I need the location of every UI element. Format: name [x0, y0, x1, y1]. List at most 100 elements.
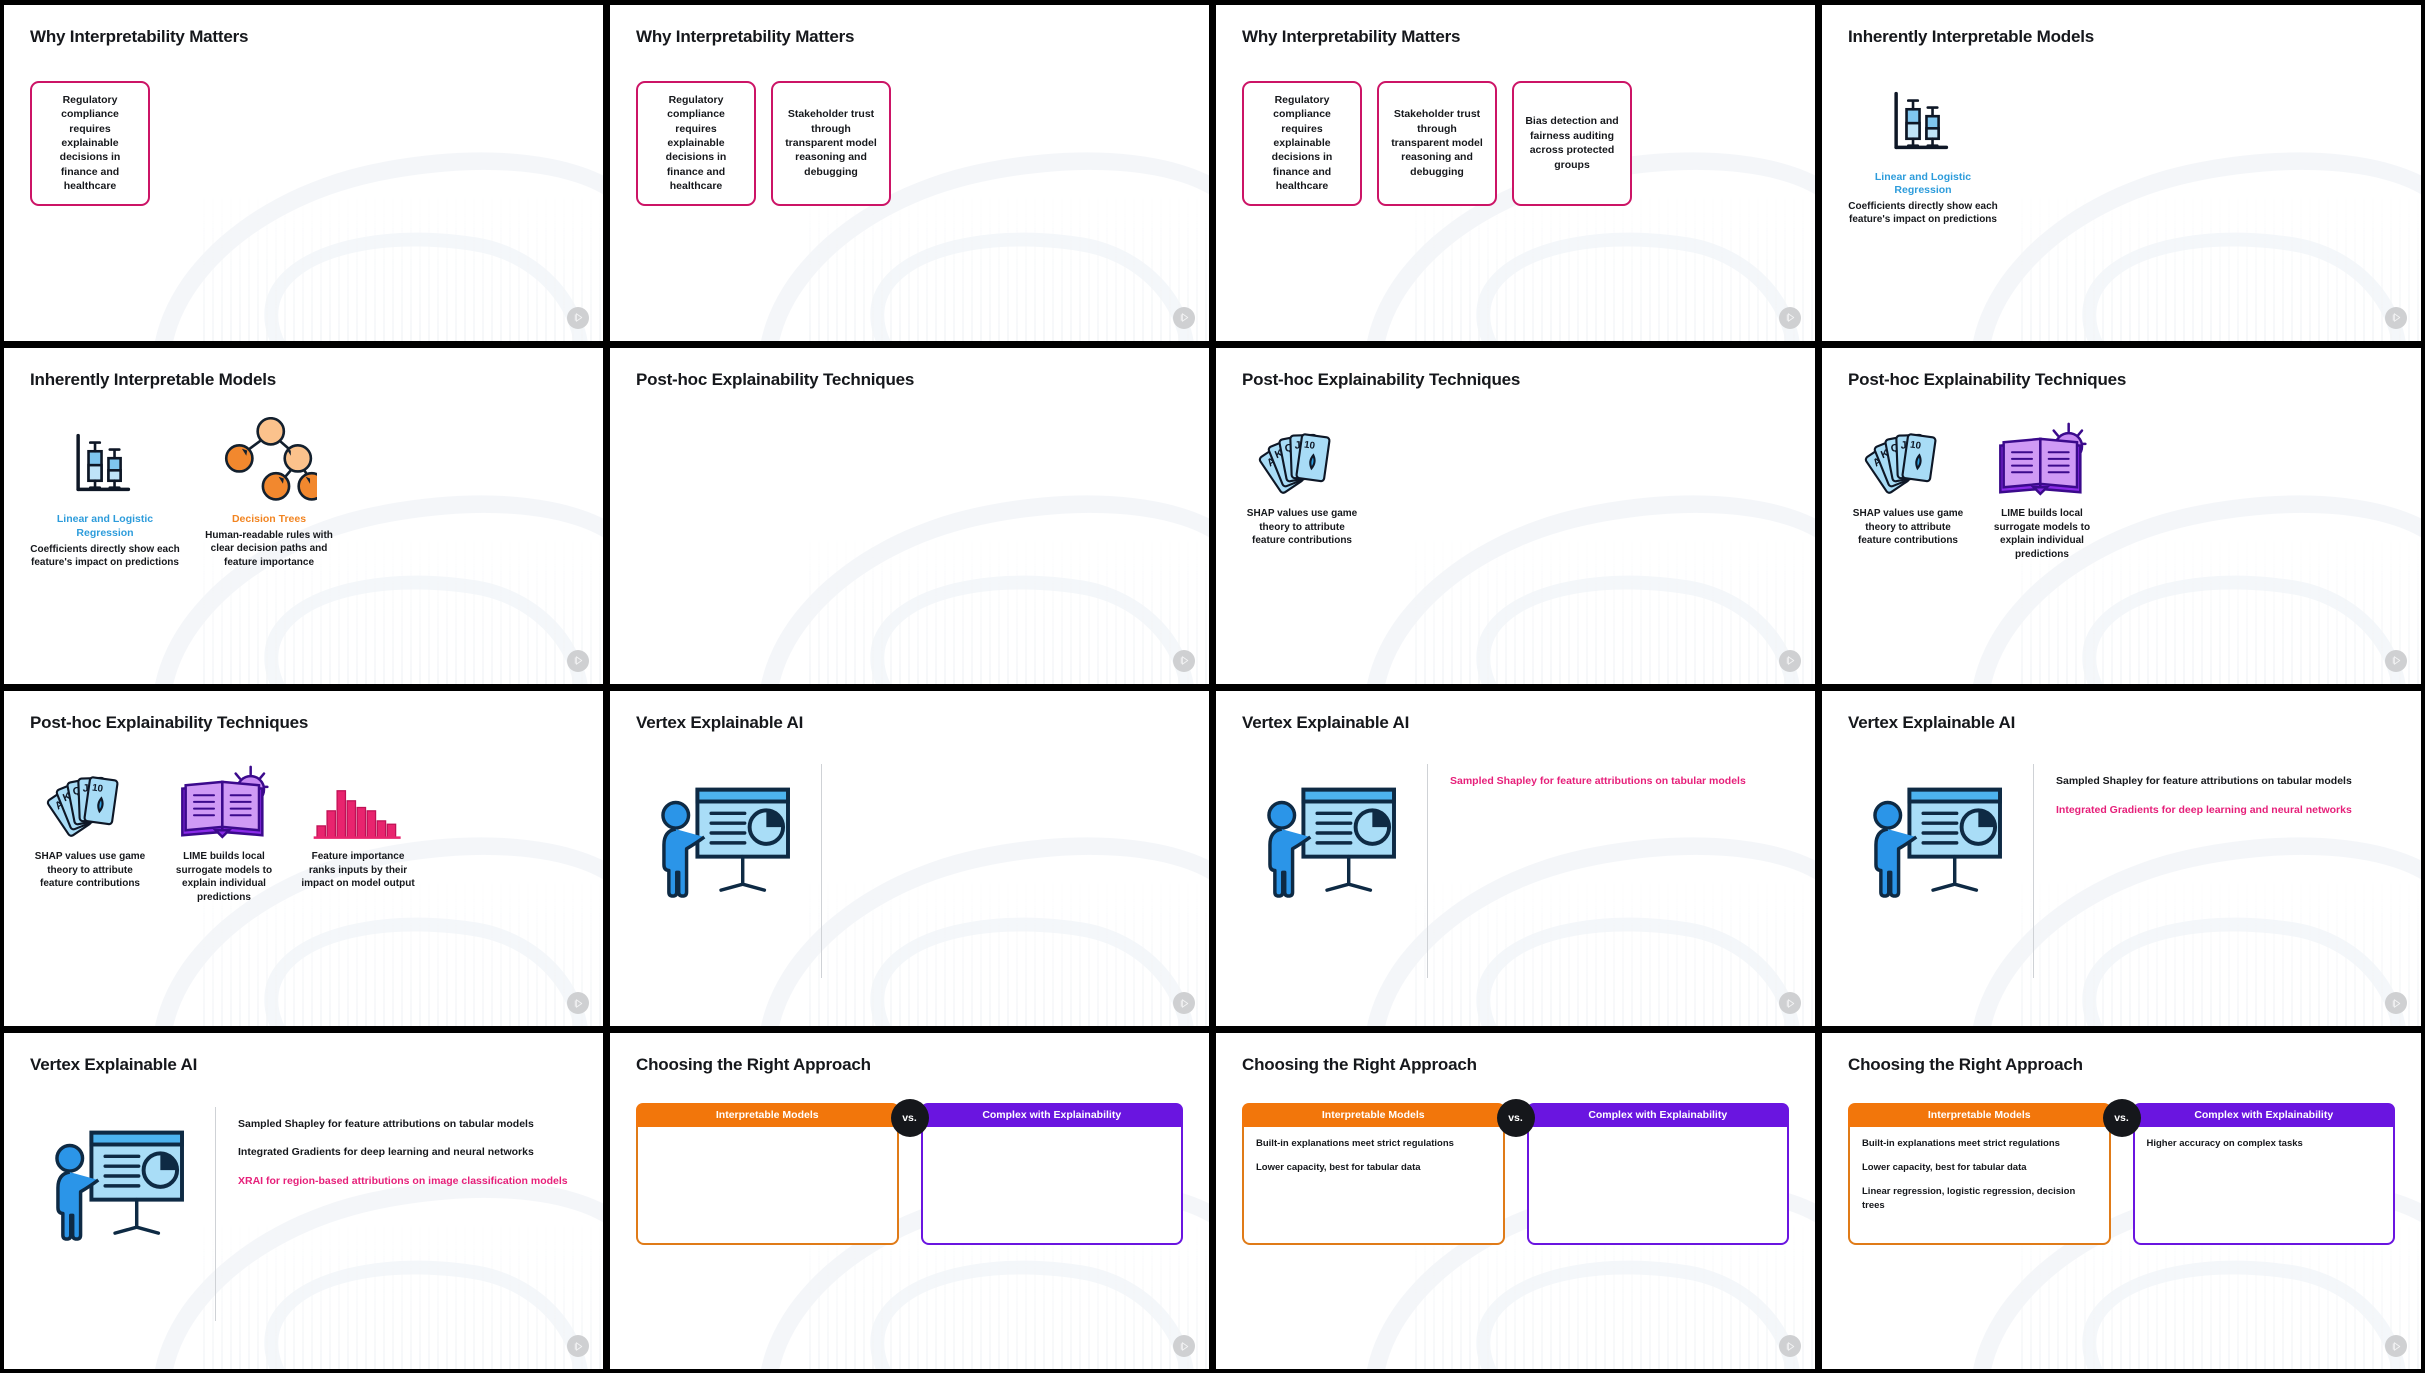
vertex-bullet: XRAI for region-based attributions on im…: [238, 1175, 568, 1188]
info-card[interactable]: Regulatory compliance requires explainab…: [30, 80, 150, 206]
vertex-bullet: Sampled Shapley for feature attributions…: [2056, 775, 2352, 788]
slide-title: Post-hoc Explainability Techniques: [636, 369, 915, 389]
slide-thumbnail[interactable]: Post-hoc Explainability Techniques A K Q…: [1216, 347, 1815, 684]
info-card-text: Stakeholder trust through transparent mo…: [1391, 108, 1483, 178]
pink-card-row: Regulatory compliance requires explainab…: [30, 53, 577, 206]
play-button[interactable]: [1779, 1335, 1801, 1357]
play-button[interactable]: [1173, 306, 1195, 329]
svg-text:10: 10: [1909, 440, 1922, 452]
icon-caption-item[interactable]: LIME builds local surrogate models to ex…: [164, 756, 284, 904]
presenter-board-icon: [30, 1103, 205, 1351]
icon-caption-item[interactable]: A K Q J 10 SHAP values use game theory t…: [1242, 413, 1362, 548]
svg-text:Q: Q: [1890, 442, 1900, 455]
book-lightbulb-icon: [174, 756, 274, 848]
vertex-layout: Sampled Shapley for feature attributions…: [1242, 738, 1789, 1008]
icon-caption-item[interactable]: Feature importance ranks inputs by their…: [298, 756, 418, 891]
play-button[interactable]: [567, 649, 589, 672]
slide-thumbnail[interactable]: Post-hoc Explainability Techniques A K Q…: [1822, 347, 2421, 684]
slide-thumbnail[interactable]: Post-hoc Explainability Techniques: [610, 347, 1209, 684]
icon-caption-text: SHAP values use game theory to attribute…: [1246, 508, 1358, 547]
slide-thumbnail[interactable]: Vertex Explainable AI Sampled Shapley fo…: [1822, 690, 2421, 1027]
slide-thumbnail[interactable]: Post-hoc Explainability Techniques A K Q…: [4, 690, 603, 1027]
slide-content: Post-hoc Explainability Techniques A K Q…: [1822, 348, 2421, 684]
comparison-right-header: Complex with Explainability: [1526, 1102, 1789, 1127]
play-button[interactable]: [567, 1335, 589, 1357]
comparison-left-body: Built-in explanations meet strict regula…: [1242, 1126, 1505, 1245]
vertex-bullet-list: Sampled Shapley for feature attributions…: [238, 1103, 577, 1351]
slide-title: Post-hoc Explainability Techniques: [30, 712, 309, 732]
pink-card-row: Regulatory compliance requires explainab…: [1242, 53, 1789, 206]
comparison-item: Linear regression, logistic regression, …: [1862, 1186, 2076, 1211]
slide-title: Vertex Explainable AI: [1242, 712, 1410, 732]
slide-body: Regulatory compliance requires explainab…: [30, 53, 577, 323]
presenter-board-icon: [1242, 760, 1417, 1008]
icon-caption-item[interactable]: LIME builds local surrogate models to ex…: [1982, 413, 2102, 561]
play-button[interactable]: [1173, 1335, 1195, 1357]
presenter-board-icon: [636, 760, 811, 1008]
slide-thumbnail[interactable]: Vertex Explainable AI Sampled Shapley fo…: [1216, 690, 1815, 1027]
slide-content: Vertex Explainable AI Sampled Shapley fo…: [1216, 691, 1815, 1027]
play-button[interactable]: [1173, 992, 1195, 1015]
slide-body: A K Q J 10 SHAP values use game theory t…: [1848, 395, 2395, 665]
boxplot-icon: [1884, 71, 1962, 163]
vertex-bullet-list: [844, 760, 1183, 1008]
vertex-bullet-list: Sampled Shapley for feature attributions…: [1450, 760, 1789, 1008]
icon-caption-row: A K Q J 10 SHAP values use game theory t…: [1242, 395, 1789, 548]
slide-content: Post-hoc Explainability Techniques: [610, 348, 1209, 684]
slide-thumbnail[interactable]: Inherently Interpretable Models Linear a…: [4, 347, 603, 684]
play-button[interactable]: [2385, 649, 2407, 672]
vertex-bullet: Integrated Gradients for deep learning a…: [2056, 803, 2352, 816]
slide-thumbnail[interactable]: Inherently Interpretable Models Linear a…: [1822, 5, 2421, 341]
comparison-left-header: Interpretable Models: [1242, 1102, 1505, 1127]
slide-thumbnail[interactable]: Vertex Explainable AI Sampled Shapley fo…: [4, 1033, 603, 1369]
icon-caption-row: A K Q J 10 SHAP values use game theory t…: [1848, 395, 2395, 561]
info-card-text: Bias detection and fairness auditing acr…: [1525, 115, 1619, 171]
comparison-item: Lower capacity, best for tabular data: [1862, 1162, 2027, 1174]
icon-caption-item[interactable]: A K Q J 10 SHAP values use game theory t…: [30, 756, 150, 891]
info-card[interactable]: Stakeholder trust through transparent mo…: [1377, 80, 1497, 206]
info-card-text: Stakeholder trust through transparent mo…: [785, 108, 877, 178]
slide-content: Vertex Explainable AI: [610, 691, 1209, 1027]
play-button[interactable]: [1779, 992, 1801, 1015]
vertex-layout: Sampled Shapley for feature attributions…: [30, 1081, 577, 1351]
slide-title: Why Interpretability Matters: [1242, 27, 1461, 46]
play-button[interactable]: [567, 306, 589, 329]
slide-body: [636, 738, 1183, 1008]
info-card[interactable]: Stakeholder trust through transparent mo…: [771, 80, 891, 206]
play-button[interactable]: [1173, 649, 1195, 672]
presenter-board-icon: [1848, 760, 2023, 1008]
vertex-layout: Sampled Shapley for feature attributions…: [1848, 738, 2395, 1008]
play-button[interactable]: [2385, 1335, 2407, 1357]
info-card[interactable]: Regulatory compliance requires explainab…: [1242, 80, 1362, 206]
comparison-right-body: Higher accuracy on complex tasks: [2132, 1126, 2395, 1245]
icon-caption-item[interactable]: A K Q J 10 SHAP values use game theory t…: [1848, 413, 1968, 548]
info-card[interactable]: Regulatory compliance requires explainab…: [636, 80, 756, 206]
slide-title: Why Interpretability Matters: [30, 27, 249, 46]
slide-thumbnail[interactable]: Vertex Explainable AI: [610, 690, 1209, 1027]
play-button[interactable]: [2385, 306, 2407, 329]
play-button[interactable]: [567, 992, 589, 1015]
play-button[interactable]: [1779, 306, 1801, 329]
comparison-column-right: Complex with Explainability: [920, 1102, 1183, 1245]
play-button[interactable]: [1779, 649, 1801, 672]
icon-caption-heading: Linear and Logistic Regression: [1874, 170, 1972, 197]
info-card-text: Regulatory compliance requires explainab…: [1271, 93, 1333, 193]
slide-title: Choosing the Right Approach: [1242, 1055, 1477, 1075]
slide-body: Regulatory compliance requires explainab…: [636, 53, 1183, 323]
play-button[interactable]: [2385, 992, 2407, 1015]
comparison-right-body: [920, 1126, 1183, 1245]
info-card[interactable]: Bias detection and fairness auditing acr…: [1512, 80, 1632, 206]
